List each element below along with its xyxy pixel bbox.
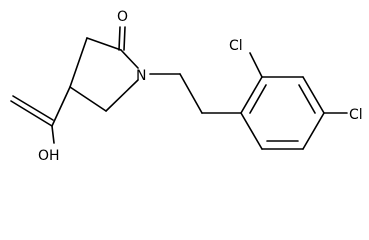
bond-c5-c4 <box>86 37 122 51</box>
chlorine-ortho-label: Cl <box>229 38 243 54</box>
bond-ch2-ch2 <box>179 73 203 114</box>
carboxylic-acid-group <box>10 86 71 144</box>
chlorine-para-label: Cl <box>349 107 363 123</box>
benzene-ring <box>240 76 325 150</box>
pyrrolidinone-ring <box>69 37 139 112</box>
bond-a4-a5 <box>302 112 325 150</box>
bond-a3-a4 <box>302 76 325 114</box>
bond-c2-n <box>105 79 139 112</box>
chemical-structure-diagram: O N Cl Cl OH <box>10 9 363 164</box>
bond-cooh-o-double-b <box>12 95 54 121</box>
bond-c5-o-b <box>123 26 126 51</box>
chlorine-bonds <box>249 52 348 114</box>
bond-cooh-oh <box>51 125 55 144</box>
aromatic-inner-bond-1 <box>249 84 267 114</box>
bond-c5-o-a <box>118 26 121 51</box>
bond-a6-a1 <box>240 112 263 150</box>
bond-a1-a2 <box>240 76 263 114</box>
bond-a2-cl <box>249 52 263 78</box>
bond-c4-c3 <box>69 37 88 88</box>
ketone-double-bond <box>118 26 126 51</box>
bond-c3-cooh <box>51 86 71 127</box>
ethyl-linker <box>149 73 242 114</box>
hydroxyl-label: OH <box>38 148 60 164</box>
oxo-label: O <box>117 9 128 25</box>
bond-cooh-o-double-a <box>10 100 53 127</box>
bond-c3-c2 <box>69 86 107 112</box>
nitrogen-label: N <box>136 68 146 84</box>
aromatic-inner-bond-2 <box>298 84 316 114</box>
bond-n-c5 <box>120 49 139 69</box>
